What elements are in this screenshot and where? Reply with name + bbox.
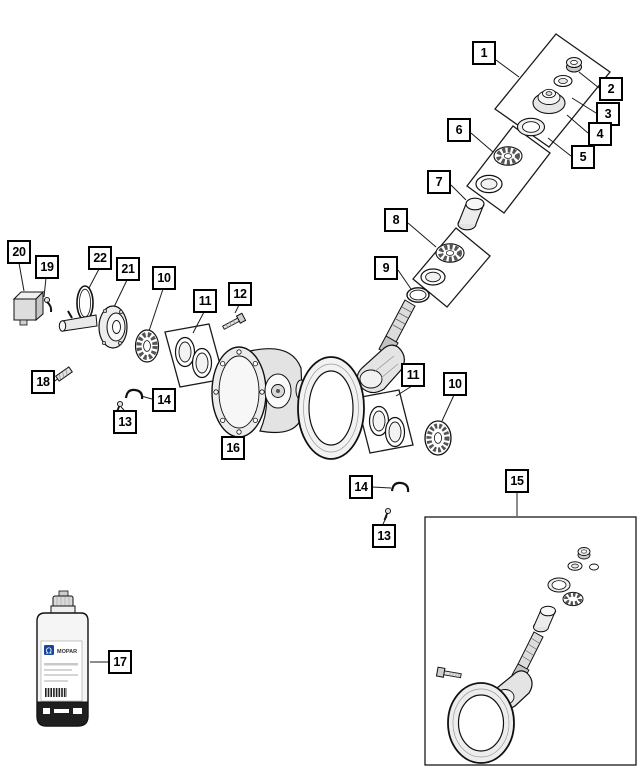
drive-pinion-gear [356, 299, 416, 394]
callout-13-right[interactable]: 13 [372, 524, 396, 548]
callout-10-right[interactable]: 10 [443, 372, 467, 396]
bearing-races-right [368, 405, 406, 448]
callout-18[interactable]: 18 [31, 370, 55, 394]
callout-14-right[interactable]: 14 [349, 475, 373, 499]
roll-pin [55, 366, 73, 382]
vent-fitting [43, 296, 53, 313]
ring-gear-bolt [221, 312, 247, 330]
callout-8[interactable]: 8 [384, 208, 408, 232]
ring-gear [297, 356, 365, 460]
callout-15[interactable]: 15 [505, 469, 529, 493]
group-box-6 [466, 125, 551, 214]
callout-4[interactable]: 4 [588, 122, 612, 146]
cover-gasket [76, 285, 94, 321]
callout-13-left[interactable]: 13 [113, 410, 137, 434]
callout-19[interactable]: 19 [35, 255, 59, 279]
outer-bearing-race [475, 174, 503, 194]
pinion-seal [516, 117, 546, 137]
mopar-logo-icon [44, 645, 54, 655]
service-kit-assembly [435, 547, 599, 764]
svg-text:Ω: Ω [46, 647, 52, 656]
inner-pinion-bearing [435, 243, 465, 263]
axle-vent-sensor [12, 290, 45, 326]
callout-22[interactable]: 22 [88, 246, 112, 270]
bottle-brand-text: MOPAR [57, 649, 77, 655]
companion-flange [98, 305, 128, 349]
flange-tube [58, 310, 98, 332]
outer-pinion-bearing [493, 146, 523, 166]
pinion-nut [566, 57, 582, 73]
callout-12[interactable]: 12 [228, 282, 252, 306]
pinion-washer [553, 74, 573, 88]
set-screw-right [383, 507, 392, 521]
pinion-shim [406, 287, 430, 303]
callout-11-right[interactable]: 11 [401, 363, 425, 387]
group-box-8 [412, 227, 491, 308]
group-box-1 [494, 33, 611, 148]
diff-bearing-right [424, 420, 452, 456]
callout-11-left[interactable]: 11 [193, 289, 217, 313]
inner-bearing-race [420, 268, 446, 286]
callout-20[interactable]: 20 [7, 240, 31, 264]
callout-16[interactable]: 16 [221, 436, 245, 460]
pinion-flange [532, 88, 566, 115]
gear-oil-bottle: Ω MOPAR [36, 590, 89, 727]
callout-2[interactable]: 2 [599, 77, 623, 101]
differential-carrier [211, 346, 307, 438]
retaining-clip-right [390, 481, 410, 493]
retaining-clip-left [124, 388, 144, 400]
callout-14-left[interactable]: 14 [152, 388, 176, 412]
leader-lines [18, 59, 600, 663]
callout-6[interactable]: 6 [447, 118, 471, 142]
group-box-15 [424, 516, 637, 766]
pinion-spacer [457, 197, 485, 231]
callout-5[interactable]: 5 [571, 145, 595, 169]
callout-1[interactable]: 1 [472, 41, 496, 65]
callout-17[interactable]: 17 [108, 650, 132, 674]
callout-9[interactable]: 9 [374, 256, 398, 280]
group-box-11-right [355, 389, 414, 454]
callout-7[interactable]: 7 [427, 170, 451, 194]
diff-bearing-left [134, 329, 160, 363]
bearing-races-left [174, 336, 213, 379]
callout-21[interactable]: 21 [116, 257, 140, 281]
callout-10-left[interactable]: 10 [152, 266, 176, 290]
